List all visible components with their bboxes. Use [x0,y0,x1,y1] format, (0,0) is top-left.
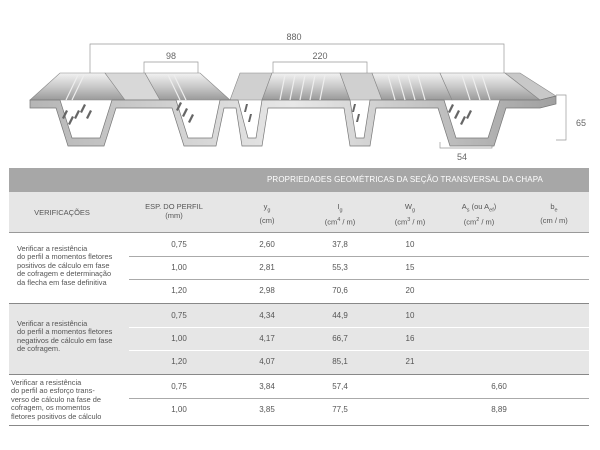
group-positive-moments: Verificar a resistência do perfil a mome… [9,233,589,304]
header-as: As (ou Aef)(cm2 / m) [461,202,497,226]
steel-deck-profile-drawing: 880 98 220 65 54 [29,32,586,162]
header-wg: Wg(cm3 / m) [394,202,426,226]
table-row: 0,75 3,84 57,4 6,60 [129,375,589,399]
dimension-total-width: 880 [286,32,301,42]
dimension-bottom-width: 54 [457,152,467,162]
table-row: 1,20 4,07 85,1 21 [171,357,415,366]
table-row: 1,00 2,81 55,3 15 [129,256,589,280]
sheet-body [29,72,557,147]
dimension-rib-pitch: 220 [312,51,327,61]
group-description: Verificar a resistência do perfil ao esf… [11,378,102,421]
table-row: 0,75 4,34 44,9 10 [129,304,589,328]
dimension-rib-width: 98 [166,51,176,61]
dimension-height: 65 [576,118,586,128]
table-title: PROPRIEDADES GEOMÉTRICAS DA SEÇÃO TRANSV… [267,175,543,184]
group-description: Verificar a resistência do perfil a mome… [17,319,113,354]
header-be: be(cm / m) [540,202,568,225]
header-verificacoes: VERIFICAÇÕES [34,208,90,217]
column-header-row: VERIFICAÇÕES ESP. DO PERFIL(mm) yg(cm) I… [9,192,589,233]
table-row: 1,00 4,17 66,7 16 [129,327,589,351]
group-shear-force: Verificar a resistência do perfil ao esf… [9,375,589,426]
dimension-lines [89,43,567,149]
table-row: 0,75 2,60 37,8 10 [129,233,589,257]
group-description: Verificar a resistência do perfil a mome… [17,244,113,287]
table-title-bar: PROPRIEDADES GEOMÉTRICAS DA SEÇÃO TRANSV… [9,168,589,192]
table-row: 1,00 3,85 77,5 8,89 [171,405,507,414]
header-yg: yg(cm) [259,202,275,225]
properties-table: PROPRIEDADES GEOMÉTRICAS DA SEÇÃO TRANSV… [9,168,589,426]
table-row: 1,20 2,98 70,6 20 [171,286,415,295]
group-negative-moments: Verificar a resistência do perfil a mome… [9,304,589,375]
header-ig: Ig(cm4 / m) [324,202,356,226]
header-esp-perfil: ESP. DO PERFIL(mm) [145,202,203,220]
